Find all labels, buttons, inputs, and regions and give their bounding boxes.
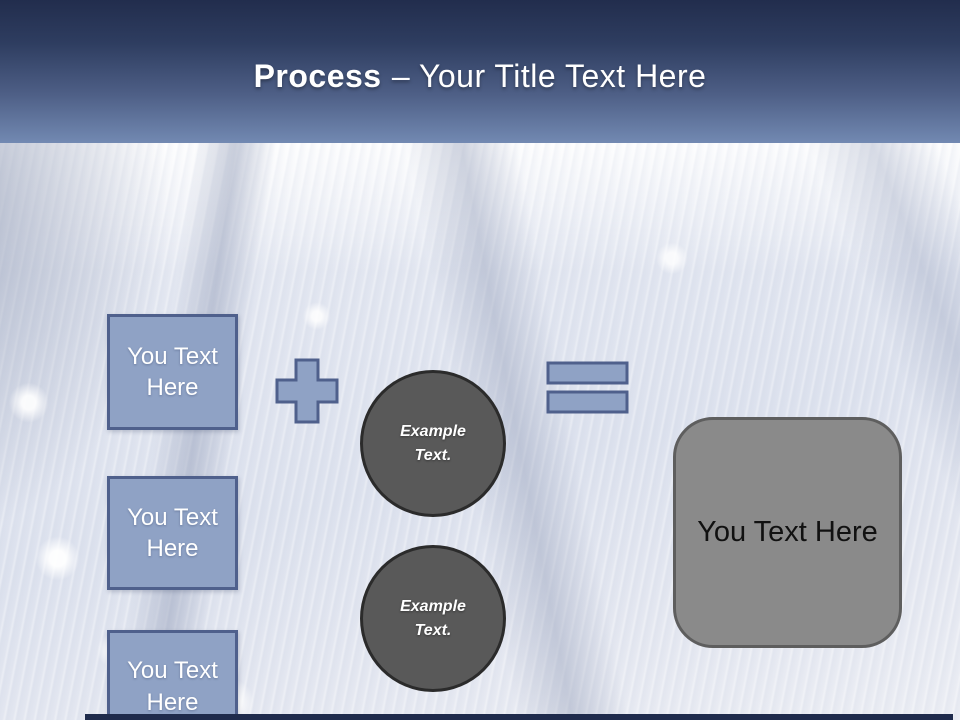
background-top-glare (0, 143, 960, 273)
slide-body: You Text Here You Text Here You Text Her… (0, 143, 960, 720)
footer-accent-bar (85, 714, 953, 720)
title-subtitle: – Your Title Text Here (391, 58, 707, 94)
title-emphasis: Process (253, 58, 382, 94)
equals-icon (546, 361, 629, 414)
plus-icon (275, 358, 339, 424)
input-box-2: You Text Here (107, 476, 238, 590)
input-box-1: You Text Here (107, 314, 238, 430)
input-box-label: You Text Here (127, 503, 218, 562)
example-circle-label: Example Text. (400, 597, 466, 639)
result-box-label: You Text Here (697, 516, 878, 548)
input-box-3: You Text Here (107, 630, 238, 720)
input-box-label: You Text Here (127, 342, 218, 401)
example-circle-label: Example Text. (400, 422, 466, 464)
example-circle-2: Example Text. (360, 545, 506, 692)
result-box: You Text Here (673, 417, 902, 648)
page-title: Process– Your Title Text Here (254, 48, 707, 95)
input-box-label: You Text Here (127, 657, 218, 716)
slide-header: Process– Your Title Text Here (0, 0, 960, 144)
example-circle-1: Example Text. (360, 370, 506, 517)
